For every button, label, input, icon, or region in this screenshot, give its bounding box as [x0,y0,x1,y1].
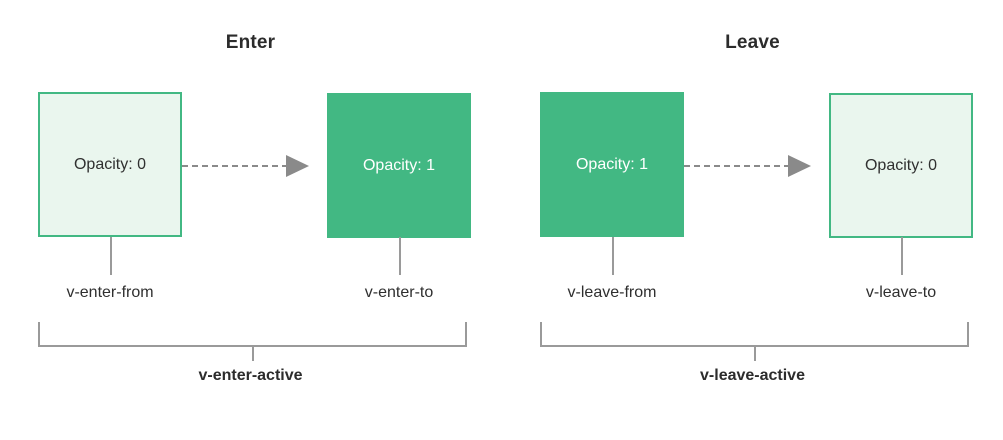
enter-active-bracket-stem [252,347,254,361]
leave-arrow-dashed-line [684,165,790,167]
leave-active-class-label: v-leave-active [700,367,805,384]
enter-panel: Enter Opacity: 0 Opacity: 1 v-enter-from… [0,0,501,440]
leave-panel: Leave Opacity: 1 Opacity: 0 v-leave-from… [502,0,1003,440]
enter-to-connector [399,237,401,275]
leave-panel-title: Leave [725,32,780,53]
enter-arrow-head-icon [286,155,309,177]
leave-to-class-label: v-leave-to [865,284,937,301]
leave-to-box: Opacity: 0 [829,93,973,238]
leave-from-connector [612,237,614,275]
leave-arrow-head-icon [788,155,811,177]
enter-panel-title: Enter [225,32,276,53]
enter-active-class-label: v-enter-active [198,367,303,384]
enter-from-box: Opacity: 0 [38,92,182,237]
leave-transition-arrow-icon [684,155,814,177]
leave-active-bracket [540,322,969,347]
leave-to-connector [901,237,903,275]
enter-active-bracket [38,322,467,347]
enter-arrow-dashed-line [182,165,288,167]
enter-to-class-label: v-enter-to [364,284,434,301]
leave-from-class-label: v-leave-from [567,284,657,301]
leave-from-box-label: Opacity: 1 [575,155,649,173]
leave-from-box: Opacity: 1 [540,92,684,237]
enter-from-connector [110,237,112,275]
leave-to-box-label: Opacity: 0 [864,156,938,174]
enter-to-box: Opacity: 1 [327,93,471,238]
enter-transition-arrow-icon [182,155,312,177]
enter-to-box-label: Opacity: 1 [362,156,436,174]
leave-active-bracket-stem [754,347,756,361]
enter-from-class-label: v-enter-from [66,284,154,301]
enter-from-box-label: Opacity: 0 [73,155,147,173]
